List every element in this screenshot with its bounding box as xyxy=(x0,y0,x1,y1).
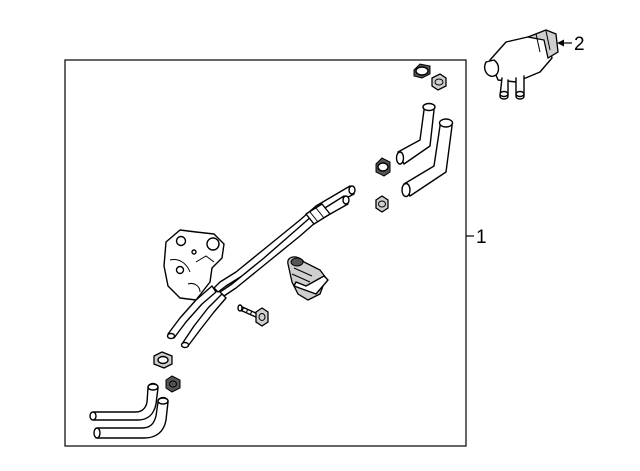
bolt xyxy=(237,304,269,327)
clamp-low-2 xyxy=(165,375,181,393)
clamp-mid-2 xyxy=(375,195,389,213)
clamp-top-2 xyxy=(431,73,447,91)
callout-1: 1 xyxy=(466,227,487,248)
callout-2-label: 2 xyxy=(574,34,585,55)
pressure-sensor xyxy=(484,29,559,100)
assembly-frame xyxy=(64,59,467,447)
hose-lower-2 xyxy=(93,396,169,439)
clamp-mid-1 xyxy=(375,157,391,177)
hose-lower-1 xyxy=(89,382,159,421)
rubber-grommet xyxy=(287,256,329,301)
clamp-top-1 xyxy=(413,63,431,79)
hose-upper-1 xyxy=(395,102,436,165)
hose-upper-2 xyxy=(401,118,454,198)
callout-1-label: 1 xyxy=(476,227,487,248)
clamp-low-1 xyxy=(153,351,173,369)
tube-assembly xyxy=(163,185,356,349)
callout-2: 2 xyxy=(557,34,585,55)
